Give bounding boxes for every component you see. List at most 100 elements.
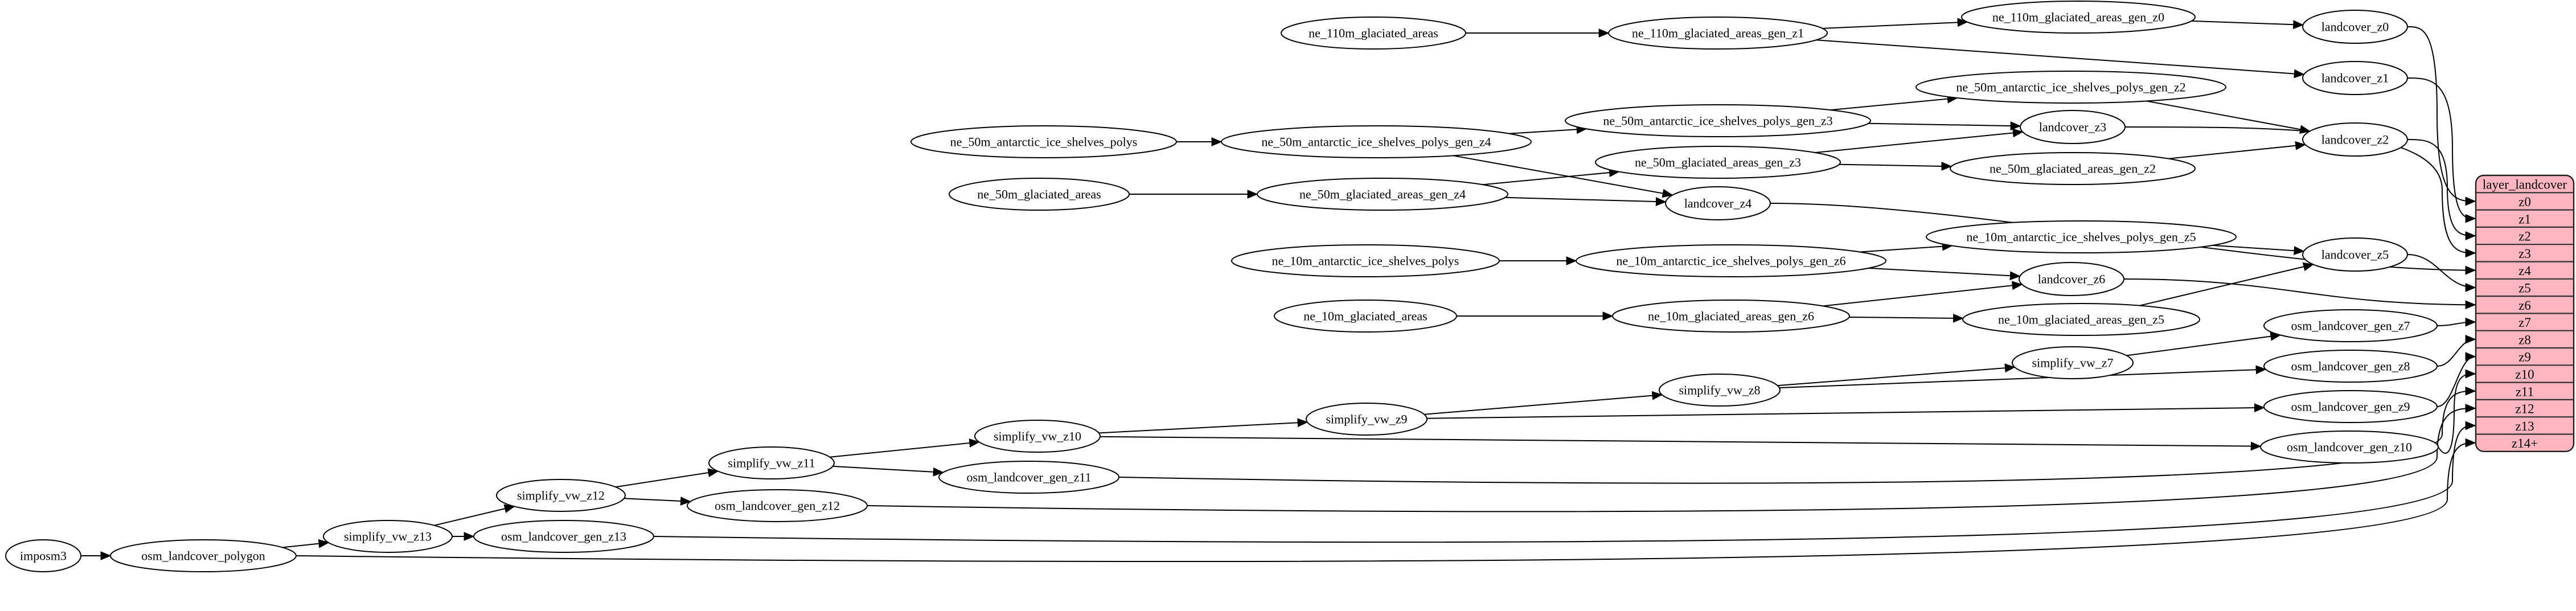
node-ellipse-ne_50m_glaciated_areas_gen_z4 [1257,178,1508,211]
edge-simplify_vw_z8-to-simplify_vw_z7 [1777,363,2016,387]
node-landcover_z2: landcover_z2 [2302,122,2408,157]
table-row-z10: z10 [2515,367,2534,382]
node-ellipse-landcover_z1 [2302,61,2408,95]
node-osm_landcover_gen_z10: osm_landcover_gen_z10 [2260,430,2439,464]
node-ne_10m_antarctic_ice_shelves_polys: ne_10m_antarctic_ice_shelves_polys [1231,244,1500,277]
node-label-landcover_z4: landcover_z4 [1684,196,1752,211]
node-label-ne_50m_glaciated_areas_gen_z3: ne_50m_glaciated_areas_gen_z3 [1635,155,1801,170]
node-simplify_vw_z12: simplify_vw_z12 [496,479,626,512]
node-label-simplify_vw_z8: simplify_vw_z8 [1679,383,1761,397]
table-row-z8: z8 [2518,333,2531,347]
edge-ne_50m_antarctic_ice_shelves_polys_gen_z3-to-ne_50m_antarctic_ice_shelves_polys_gen_z2 [1831,94,1958,111]
node-label-ne_10m_glaciated_areas: ne_10m_glaciated_areas [1303,309,1427,323]
edge-ne_50m_antarctic_ice_shelves_polys_gen_z4-to-ne_50m_antarctic_ice_shelves_polys_gen_z3 [1509,125,1588,134]
node-ellipse-ne_110m_glaciated_areas [1281,17,1466,50]
edge-osm_landcover_gen_z10-to-layer_landcover-z10 [2438,369,2476,454]
node-ne_10m_antarctic_ice_shelves_polys_gen_z6: ne_10m_antarctic_ice_shelves_polys_gen_z… [1576,244,1886,277]
node-label-simplify_vw_z12: simplify_vw_z12 [517,489,605,503]
node-label-ne_50m_glaciated_areas: ne_50m_glaciated_areas [977,187,1101,202]
node-ellipse-osm_landcover_gen_z13 [473,520,654,553]
node-osm_landcover_gen_z8: osm_landcover_gen_z8 [2263,350,2438,383]
node-ellipse-ne_110m_glaciated_areas_gen_z0 [1961,1,2196,34]
node-ne_10m_glaciated_areas_gen_z6: ne_10m_glaciated_areas_gen_z6 [1612,300,1850,333]
node-ellipse-osm_landcover_gen_z12 [687,489,868,522]
edge-simplify_vw_z8-to-osm_landcover_gen_z8 [1779,365,2267,388]
edge-ne_50m_glaciated_areas_gen_z2-to-landcover_z2 [2168,141,2307,159]
node-label-osm_landcover_gen_z7: osm_landcover_gen_z7 [2291,319,2410,333]
edge-ne_10m_glaciated_areas_gen_z6-to-landcover_z6 [1823,281,2023,307]
node-label-landcover_z5: landcover_z5 [2321,248,2389,262]
table-row-z14+: z14+ [2512,436,2538,450]
node-ellipse-landcover_z6 [2019,262,2124,296]
node-ne_50m_antarctic_ice_shelves_polys_gen_z4: ne_50m_antarctic_ice_shelves_polys_gen_z… [1221,125,1532,158]
edge-simplify_vw_z11-to-simplify_vw_z10 [830,438,981,458]
node-simplify_vw_z8: simplify_vw_z8 [1659,374,1781,407]
node-label-imposm3: imposm3 [20,549,67,563]
edge-landcover_z1-to-layer_landcover-z1 [2407,77,2476,223]
node-ellipse-simplify_vw_z11 [708,446,835,479]
edge-simplify_vw_z10-to-simplify_vw_z9 [1098,418,1308,434]
node-label-simplify_vw_z7: simplify_vw_z7 [2032,356,2114,370]
node-ne_50m_glaciated_areas_gen_z2: ne_50m_glaciated_areas_gen_z2 [1950,152,2196,185]
edge-ne_50m_glaciated_areas_gen_z3-to-ne_50m_glaciated_areas_gen_z2 [1839,161,1952,171]
edge-osm_landcover_gen_z13-to-layer_landcover-z13 [653,421,2476,543]
node-ne_50m_glaciated_areas_gen_z4: ne_50m_glaciated_areas_gen_z4 [1257,178,1508,211]
node-label-landcover_z1: landcover_z1 [2321,71,2389,85]
node-ne_50m_glaciated_areas_gen_z3: ne_50m_glaciated_areas_gen_z3 [1595,146,1841,179]
edge-simplify_vw_z12-to-osm_landcover_gen_z12 [624,497,691,506]
edge-ne_10m_antarctic_ice_shelves_polys_gen_z6-to-landcover_z6 [1868,267,2021,281]
table-row-z11: z11 [2516,384,2534,399]
node-ellipse-ne_50m_antarctic_ice_shelves_polys_gen_z3 [1565,104,1871,137]
node-label-simplify_vw_z10: simplify_vw_z10 [994,429,1081,444]
table-row-z13: z13 [2515,419,2534,433]
edge-ne_50m_glaciated_areas_gen_z4-to-ne_50m_glaciated_areas_gen_z3 [1483,168,1620,186]
node-ellipse-ne_10m_antarctic_ice_shelves_polys_gen_z6 [1576,244,1886,277]
edge-osm_landcover_gen_z11-to-layer_landcover-z11 [1118,386,2476,484]
node-ellipse-osm_landcover_gen_z10 [2260,430,2439,464]
node-ellipse-simplify_vw_z9 [1306,403,1428,436]
table-row-z12: z12 [2515,402,2534,416]
node-landcover_z0: landcover_z0 [2302,10,2408,44]
node-label-ne_110m_glaciated_areas_gen_z1: ne_110m_glaciated_areas_gen_z1 [1632,26,1804,40]
edge-ne_50m_antarctic_ice_shelves_polys_gen_z4-to-landcover_z4 [1453,155,1673,198]
node-ellipse-ne_50m_glaciated_areas_gen_z3 [1595,146,1841,179]
node-label-osm_landcover_gen_z10: osm_landcover_gen_z10 [2287,440,2412,454]
node-ne_10m_glaciated_areas: ne_10m_glaciated_areas [1274,300,1457,333]
node-osm_landcover_gen_z7: osm_landcover_gen_z7 [2263,309,2438,342]
node-label-osm_landcover_gen_z8: osm_landcover_gen_z8 [2291,359,2410,374]
edge-landcover_z0-to-layer_landcover-z0 [2407,26,2476,206]
node-ellipse-imposm3 [5,539,81,572]
node-label-ne_50m_antarctic_ice_shelves_polys_gen_z3: ne_50m_antarctic_ice_shelves_polys_gen_z… [1603,114,1832,128]
node-osm_landcover_gen_z12: osm_landcover_gen_z12 [687,489,868,522]
node-label-ne_110m_glaciated_areas: ne_110m_glaciated_areas [1308,26,1438,40]
node-ellipse-simplify_vw_z10 [974,420,1101,453]
node-label-ne_50m_glaciated_areas_gen_z4: ne_50m_glaciated_areas_gen_z4 [1299,187,1466,202]
table-row-z7: z7 [2518,315,2531,330]
node-ellipse-simplify_vw_z7 [2012,346,2134,379]
node-ellipse-ne_10m_antarctic_ice_shelves_polys_gen_z5 [1926,220,2237,253]
node-ne_110m_glaciated_areas_gen_z1: ne_110m_glaciated_areas_gen_z1 [1608,17,1828,50]
edge-ne_50m_antarctic_ice_shelves_polys_gen_z2-to-landcover_z2 [2146,100,2311,134]
node-ellipse-osm_landcover_gen_z9 [2263,390,2438,423]
node-ellipse-ne_50m_antarctic_ice_shelves_polys [910,125,1177,158]
node-ne_50m_glaciated_areas: ne_50m_glaciated_areas [949,178,1130,211]
table-title: layer_landcover [2483,178,2567,192]
edge-osm_landcover_gen_z9-to-layer_landcover-z9 [2436,352,2476,407]
node-ellipse-ne_10m_glaciated_areas_gen_z5 [1962,303,2200,336]
node-ellipse-osm_landcover_gen_z7 [2263,309,2438,342]
node-label-osm_landcover_gen_z12: osm_landcover_gen_z12 [715,499,840,513]
table-layer_landcover: layer_landcoverz0z1z2z3z4z5z6z7z8z9z10z1… [2475,174,2575,452]
edge-landcover_z6-to-layer_landcover-z6 [2123,278,2476,310]
node-label-ne_10m_glaciated_areas_gen_z6: ne_10m_glaciated_areas_gen_z6 [1648,309,1814,323]
node-label-osm_landcover_polygon: osm_landcover_polygon [141,549,265,563]
node-label-landcover_z2: landcover_z2 [2321,133,2389,147]
edge-simplify_vw_z11-to-osm_landcover_gen_z11 [832,465,944,477]
table-row-z9: z9 [2518,350,2531,364]
node-simplify_vw_z13: simplify_vw_z13 [323,520,453,553]
edge-ne_110m_glaciated_areas_gen_z1-to-landcover_z1 [1816,39,2305,79]
node-ellipse-simplify_vw_z13 [323,520,453,553]
table-row-z2: z2 [2518,229,2531,244]
table-row-z3: z3 [2518,247,2531,261]
node-ellipse-ne_110m_glaciated_areas_gen_z1 [1608,17,1828,50]
node-ellipse-ne_10m_glaciated_areas_gen_z6 [1612,300,1850,333]
